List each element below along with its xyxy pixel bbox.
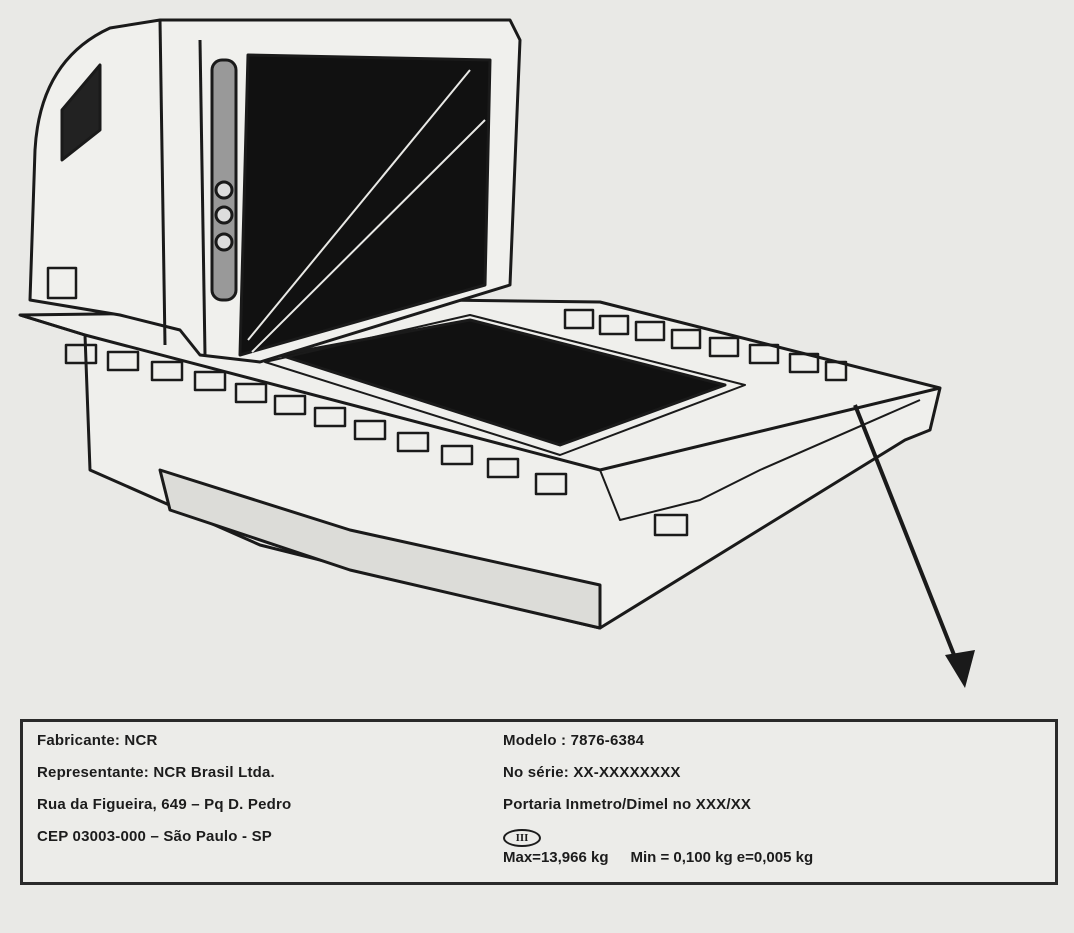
control-panel bbox=[210, 58, 238, 302]
speaker-grille bbox=[60, 63, 102, 162]
model-block: Modelo : 7876-6384 No série: XX-XXXXXXXX… bbox=[503, 732, 1043, 866]
data-plate: Fabricante: NCR Representante: NCR Brasi… bbox=[20, 719, 1058, 885]
vertical-scan-window bbox=[238, 53, 492, 357]
base-skirt bbox=[158, 468, 602, 630]
manufacturer-line: Fabricante: NCR bbox=[37, 732, 158, 749]
address-line: Rua da Figueira, 649 – Pq D. Pedro bbox=[37, 796, 292, 813]
scanner-scale-illustration bbox=[18, 18, 975, 688]
postal-code-line: CEP 03003-000 – São Paulo - SP bbox=[37, 828, 273, 845]
serial-line: No série: XX-XXXXXXXX bbox=[503, 764, 681, 781]
front-slots bbox=[64, 343, 568, 496]
accuracy-class-mark: III bbox=[503, 829, 541, 847]
inmetro-line: Portaria Inmetro/Dimel no XXX/XX bbox=[503, 796, 752, 813]
representative-line: Representante: NCR Brasil Ltda. bbox=[37, 764, 275, 781]
min-capacity: Min = 0,100 kg e=0,005 kg bbox=[630, 849, 814, 866]
manufacturer-block: Fabricante: NCR Representante: NCR Brasi… bbox=[37, 732, 477, 860]
model-line: Modelo : 7876-6384 bbox=[503, 732, 645, 749]
pointer-arrow bbox=[853, 404, 962, 671]
max-capacity: Max=13,966 kg bbox=[503, 849, 609, 866]
top-rim bbox=[19, 313, 941, 472]
horizontal-scan-window bbox=[278, 318, 727, 447]
back-slots bbox=[563, 308, 848, 382]
weight-limits: Max=13,966 kg Min = 0,100 kg e=0,005 kg bbox=[503, 849, 1043, 866]
